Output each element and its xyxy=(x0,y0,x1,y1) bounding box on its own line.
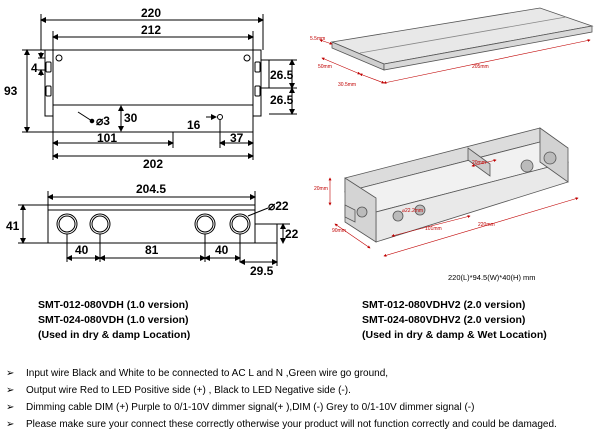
label-knockout-diameter: ⌀22 xyxy=(268,199,289,213)
model-right-line3: (Used in dry & damp & Wet Location) xyxy=(362,329,547,341)
wiring-notes: ➢ Input wire Black and White to be connec… xyxy=(6,365,596,433)
model-block-right: SMT-012-080VDHV2 (2.0 version) SMT-024-0… xyxy=(362,298,547,343)
label-spacing-1: 40 xyxy=(75,243,89,257)
label-length: 204.5 xyxy=(136,182,166,196)
side-view-labels: 204.5 41 ⌀22 22 40 81 40 29.5 xyxy=(6,182,299,278)
note-text: Dimming cable DIM (+) Purple to 0/1-10V … xyxy=(26,402,475,413)
label-spacing-3: 40 xyxy=(215,243,229,257)
label-lid-edge-3: 30.5mm xyxy=(338,82,356,88)
note-text: Output wire Red to LED Positive side (+)… xyxy=(26,385,351,396)
lid-view-labels: 5.5mm 50mm 30.5mm 205mm xyxy=(310,36,489,88)
box-knockout xyxy=(543,151,557,165)
bullet-arrow-icon: ➢ xyxy=(6,419,15,430)
label-box-slot: 101mm xyxy=(425,226,442,232)
label-lid-edge-2: 50mm xyxy=(318,64,332,70)
box-knockout xyxy=(520,159,534,173)
knockout xyxy=(89,213,111,235)
note-item: ➢ Input wire Black and White to be connec… xyxy=(6,365,596,382)
label-slot-height-2: 26.5 xyxy=(270,93,294,107)
note-item: ➢ Please make sure your connect these cor… xyxy=(6,416,596,433)
lid-view xyxy=(330,7,594,71)
bullet-arrow-icon: ➢ xyxy=(6,368,15,379)
bullet-arrow-icon: ➢ xyxy=(6,385,15,396)
label-inner-width: 212 xyxy=(141,23,161,37)
label-spacing-2: 81 xyxy=(145,243,159,257)
note-item: ➢ Output wire Red to LED Positive side (+… xyxy=(6,382,596,399)
label-wire-offset: 16 xyxy=(187,118,201,132)
note-text: Please make sure your connect these corr… xyxy=(26,419,557,430)
box-view-dims xyxy=(328,159,579,257)
knockout xyxy=(56,213,78,235)
front-body xyxy=(52,104,254,133)
label-body-width: 202 xyxy=(143,157,163,171)
label-box-height: 20mm xyxy=(314,186,328,192)
label-lip-height: 22 xyxy=(285,227,299,241)
box-view xyxy=(344,127,569,243)
bullet-arrow-icon: ➢ xyxy=(6,402,15,413)
model-right-line2: SMT-024-080VDHV2 (2.0 version) xyxy=(362,314,526,326)
label-box-depth: 90mm xyxy=(332,228,346,234)
note-item: ➢ Dimming cable DIM (+) Purple to 0/1-10V… xyxy=(6,399,596,416)
note-text: Input wire Black and White to be connect… xyxy=(26,368,389,379)
box-summary: 220(L)*94.5(W)*40(H) mm xyxy=(448,273,536,282)
label-tab-height: 4 xyxy=(31,61,38,75)
model-right-line1: SMT-012-080VDHV2 (2.0 version) xyxy=(362,299,526,311)
label-wire-edge: 37 xyxy=(230,131,244,145)
label-lid-length: 205mm xyxy=(472,64,489,70)
mount-hole xyxy=(243,54,251,62)
label-box-knockout: ⌀22.2mm xyxy=(402,208,423,214)
label-inner-height: 30 xyxy=(124,111,138,125)
model-left-line2: SMT-024-080VDH (1.0 version) xyxy=(38,314,189,326)
box-view-labels: 20mm 20mm 90mm ⌀22.2mm 101mm 220mm 220(L… xyxy=(314,160,536,282)
side-view xyxy=(18,191,290,266)
label-height: 41 xyxy=(6,219,20,233)
label-end-offset: 29.5 xyxy=(250,264,274,278)
label-slot-height-1: 26.5 xyxy=(270,68,294,82)
side-lip xyxy=(254,223,278,244)
model-left-line3: (Used in dry & damp Location) xyxy=(38,329,191,341)
label-box-inner: 20mm xyxy=(472,160,486,166)
label-total-height: 93 xyxy=(4,84,18,98)
front-view xyxy=(22,14,297,160)
model-block-left: SMT-012-080VDH (1.0 version) SMT-024-080… xyxy=(38,298,190,343)
label-hole-diameter: ⌀3 xyxy=(96,114,110,128)
knockout xyxy=(229,213,251,235)
side-body xyxy=(47,204,256,244)
label-overall-width: 220 xyxy=(141,6,161,20)
front-view-labels: 220 212 93 4 26.5 26.5 30 ⌀3 16 37 101 2… xyxy=(4,6,294,171)
label-box-length: 220mm xyxy=(478,222,495,228)
knockout xyxy=(194,213,216,235)
label-lid-edge-1: 5.5mm xyxy=(310,36,325,42)
front-plate xyxy=(52,49,254,106)
lid-view-dims xyxy=(319,39,591,84)
mount-hole xyxy=(55,54,63,62)
label-hole-offset: 101 xyxy=(97,131,117,145)
model-left-line1: SMT-012-080VDH (1.0 version) xyxy=(38,299,189,311)
